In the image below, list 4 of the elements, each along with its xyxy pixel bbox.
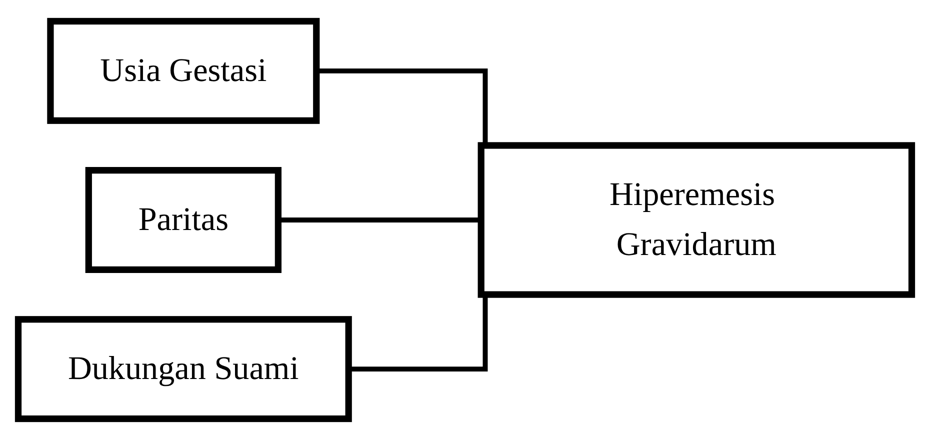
node-box: Usia Gestasi	[47, 17, 320, 124]
node-box: Dukungan Suami	[14, 316, 352, 422]
node-box: Paritas	[85, 166, 282, 272]
node-box: Hiperemesis Gravidarum	[478, 142, 916, 298]
